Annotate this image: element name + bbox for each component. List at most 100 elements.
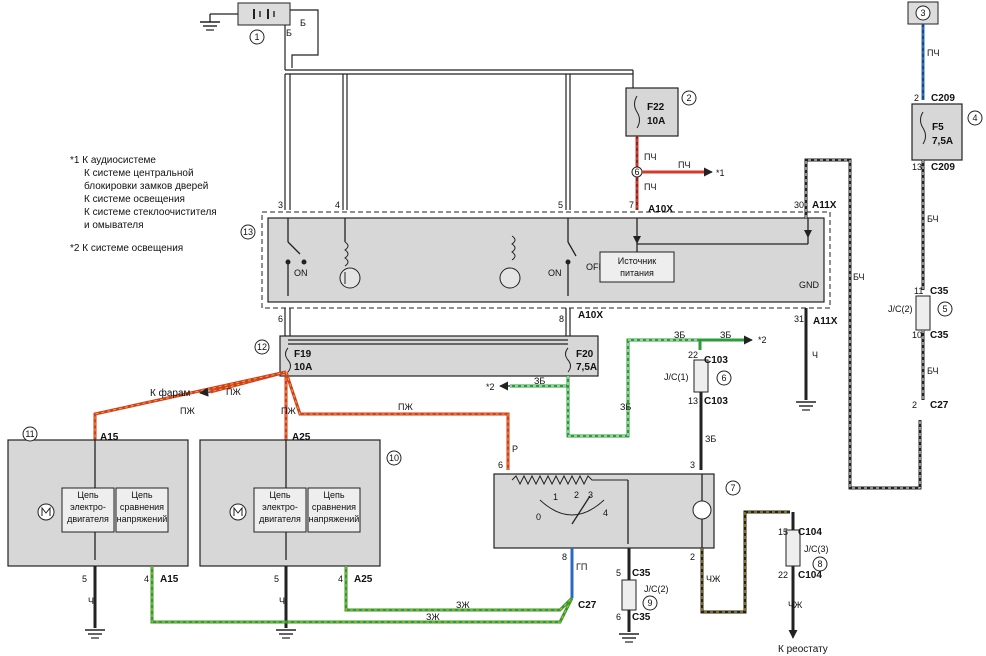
pin-22-c103: 22: [688, 350, 698, 360]
power-source-label-1: Источник: [618, 256, 656, 266]
callout-6-label: 6: [721, 373, 726, 383]
connector-a25-bottom: A25: [354, 574, 373, 585]
rheo-pos-1: 1: [553, 492, 558, 502]
fuse-f19-rating: 10A: [294, 362, 312, 373]
callout-11-label: 11: [25, 429, 34, 439]
wire-code-zb: ЗБ: [534, 376, 545, 386]
callout-2: [681, 90, 697, 106]
wire-code-pzh: ПЖ: [226, 387, 241, 397]
wire-chzh: [700, 510, 790, 614]
junction-jc1-label: J/C(1): [664, 372, 689, 382]
pin-31: 31: [794, 314, 804, 324]
compare-circuit-label-1: Цепь: [131, 490, 153, 500]
ground-symbol: [200, 21, 220, 31]
compare-circuit-label-2: сравнения: [120, 502, 164, 512]
callout-6: [716, 370, 732, 386]
pin-5-a25: 5: [274, 574, 279, 584]
fuse-block-12: [279, 335, 599, 377]
compare-circuit-label-1: Цепь: [323, 490, 345, 500]
callout-13: [240, 224, 256, 240]
pin-3: 3: [278, 200, 283, 210]
motor-circuit-10: [253, 487, 307, 533]
fuse-f20-rating: 7,5A: [576, 362, 597, 373]
connector-c27-right: C27: [930, 400, 949, 411]
wire-code-gp: ГП: [576, 562, 587, 572]
wire-code-zb: ЗБ: [705, 434, 716, 444]
wire-code-zh: ЗЖ: [426, 612, 440, 622]
note-1-line-4: К системе освещения: [84, 194, 185, 205]
pin-4-a25: 4: [338, 574, 343, 584]
battery: [209, 2, 291, 26]
wire-code-pch: ПЧ: [644, 182, 656, 192]
note-1-line-6: и омывателя: [84, 220, 143, 231]
label-on-left: ON: [294, 268, 308, 278]
resistor-chain: [511, 474, 628, 486]
compare-circuit-label-3: напряжений: [309, 514, 360, 524]
wire-battery-b: [290, 9, 319, 68]
wire-code-chzh: ЧЖ: [706, 574, 721, 584]
label-on-right: ON: [548, 268, 562, 278]
module-13-body: [267, 217, 825, 303]
callout-7: [725, 480, 741, 496]
connector-a11x-top: A11X: [812, 200, 837, 211]
callout-8-label: 8: [817, 559, 822, 569]
wires-pzh: [93, 370, 510, 470]
fuse-f20: F20: [576, 349, 594, 360]
module-13-outline: [261, 211, 831, 309]
note-1-line-1: *1 К аудиосистеме: [70, 155, 156, 166]
callout-4-label: 4: [972, 113, 977, 123]
callout-9-label: 9: [647, 598, 652, 608]
connector-a11x-bottom: A11X: [813, 316, 838, 327]
motor-icon-10: [229, 503, 247, 521]
power-source-box: [599, 251, 675, 283]
wire-code-ch: Ч: [279, 596, 285, 606]
fuse-f19: F19: [294, 349, 312, 360]
callout-10-label: 10: [389, 453, 399, 463]
junction-jc2-lower: [621, 579, 637, 611]
callout-12: [254, 339, 270, 355]
motor-circuit-label-1: Цепь: [77, 490, 99, 500]
callout-11: [22, 426, 38, 442]
compare-circuit-10: [307, 487, 361, 533]
arrow-to-headlights: [199, 387, 211, 397]
rheo-pos-0: 0: [536, 512, 541, 522]
junction-jc2-label: J/C(2): [644, 584, 669, 594]
wire-code-pch: ПЧ: [644, 152, 656, 162]
fuse-f5: F5: [932, 122, 944, 133]
rheostat-arc: [539, 499, 605, 516]
label-to-headlights: К фарам: [150, 387, 191, 399]
callout-13-label: 13: [243, 227, 253, 237]
note-1-line-5: К системе стеклоочистителя: [84, 207, 217, 218]
connector-c104-bottom: C104: [798, 570, 822, 581]
junction-jc2-right: [915, 295, 931, 331]
motor-circuit-label-2: электро-: [262, 502, 298, 512]
ref-star1: *1: [716, 168, 725, 178]
lamp-icon: [692, 500, 712, 520]
fuse-box-f5: [911, 103, 963, 161]
wires-zh: [150, 566, 574, 624]
wire-code-bch: БЧ: [927, 366, 939, 376]
pin-13-c209: 13: [912, 162, 922, 172]
notes-block: *1 К аудиосистеме К системе центральной …: [70, 155, 217, 254]
pin-2-c27: 2: [912, 400, 917, 410]
rheo-pos-2: 2: [574, 490, 579, 500]
callout-5-label: 5: [942, 304, 947, 314]
wire-code-ch: Ч: [812, 350, 818, 360]
rheo-pos-4: 4: [603, 508, 608, 518]
wire-code-pzh: ПЖ: [281, 406, 296, 416]
fuse-symbol: [634, 95, 640, 129]
junction-jc2-right-label: J/C(2): [888, 304, 913, 314]
connector-a15-top: A15: [100, 432, 119, 443]
pin-30: 30: [794, 200, 804, 210]
connector-c35-right-top: C35: [930, 286, 949, 297]
callout-8: [812, 556, 828, 572]
compare-circuit-label-3: напряжений: [117, 514, 168, 524]
pin-2-rheo: 2: [690, 552, 695, 562]
callout-3-label: 3: [920, 8, 925, 18]
callout-2-label: 2: [686, 93, 691, 103]
callout-12-label: 12: [257, 342, 267, 352]
wire-code-zb: ЗБ: [674, 330, 685, 340]
wire-code-bch: БЧ: [927, 214, 939, 224]
connector-c104-top: C104: [798, 527, 822, 538]
junction-jc3-label: J/C(3): [804, 544, 829, 554]
